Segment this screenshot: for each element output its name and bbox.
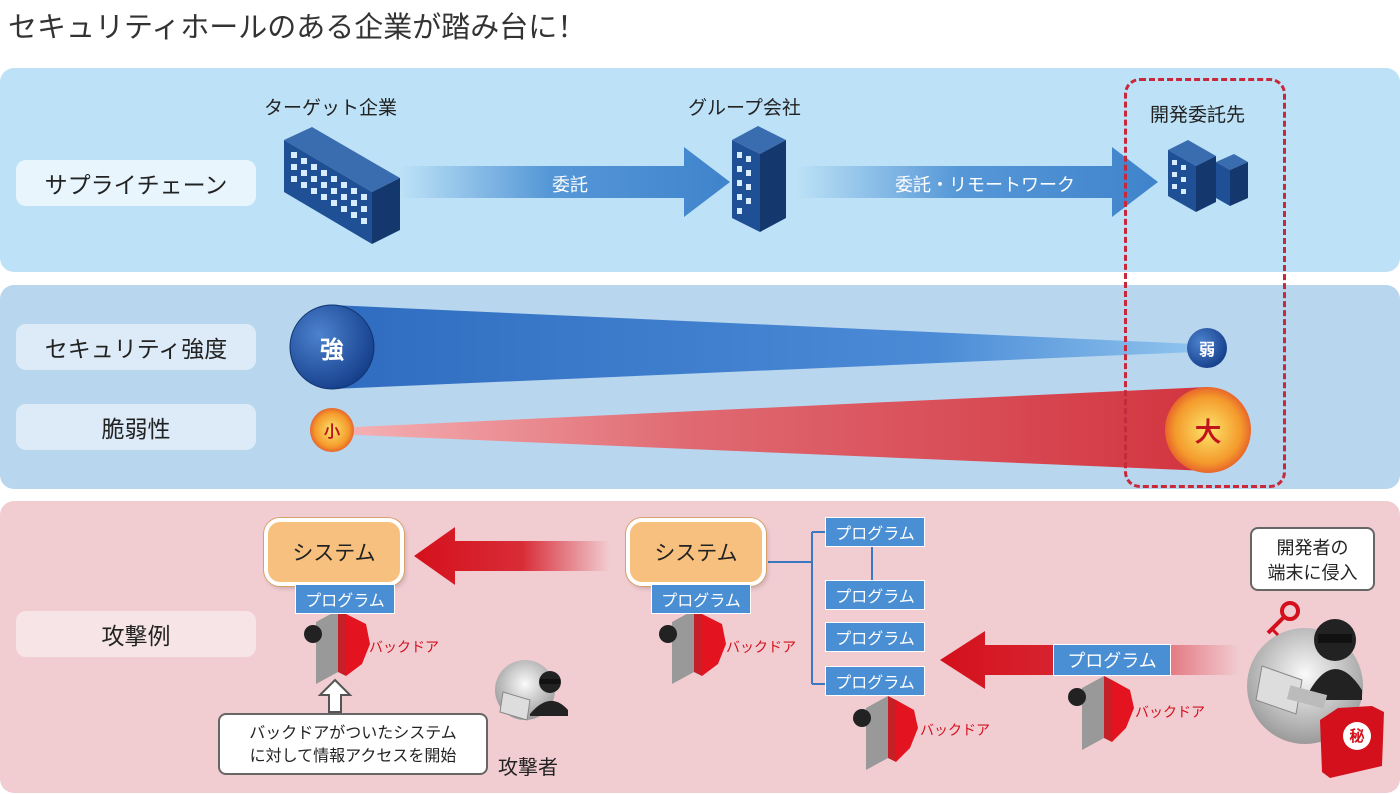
row-label-attack-example: 攻撃例 xyxy=(16,611,256,657)
dev-terminal-line-1: 開発者の xyxy=(1276,538,1349,559)
row-label-supply-chain: サプライチェーン xyxy=(16,160,256,206)
program-box-left: プログラム xyxy=(295,584,395,614)
backdoor-door-4 xyxy=(1068,676,1134,750)
key-icon xyxy=(1266,601,1300,637)
secret-mark: 秘 xyxy=(1349,727,1365,745)
arrow-outsource-2-label: 委託・リモートワーク xyxy=(895,175,1075,196)
small-ball xyxy=(310,408,354,452)
backdoor-door-1 xyxy=(304,610,370,684)
program-tree-item: プログラム xyxy=(825,622,925,652)
target-building-icon xyxy=(284,127,400,244)
dev-terminal-callout: 開発者の 端末に侵入 xyxy=(1250,527,1375,591)
intruder-icon xyxy=(1247,619,1363,744)
backdoor-label: バックドア xyxy=(920,723,990,739)
backdoor-access-callout: バックドアがついたシステム に対して情報アクセスを開始 xyxy=(218,713,488,775)
backdoor-label: バックドア xyxy=(726,640,796,656)
contractor-building-icon xyxy=(1168,140,1248,212)
large-ball xyxy=(1165,387,1251,473)
security-strength-wedge xyxy=(332,305,1195,389)
attacker-label: 攻撃者 xyxy=(498,755,558,779)
contractor-highlight-frame xyxy=(1124,78,1286,488)
backdoor-door-2 xyxy=(659,610,726,684)
strong-label: 強 xyxy=(320,335,344,364)
attacker-icon xyxy=(495,660,568,721)
system-box-middle: システム xyxy=(626,518,766,586)
arrow-outsource-1-label: 委託 xyxy=(552,175,588,196)
backdoor-door-3 xyxy=(853,696,918,770)
page-title: セキュリティホールのある企業が踏み台に！ xyxy=(8,10,587,44)
target-company-label: ターゲット企業 xyxy=(264,97,398,119)
vulnerability-wedge xyxy=(335,387,1208,471)
weak-label: 弱 xyxy=(1198,340,1215,359)
row-label-vulnerability: 脆弱性 xyxy=(16,404,256,450)
group-building-icon xyxy=(732,126,786,232)
program-tree-item: プログラム xyxy=(825,517,925,547)
row-label-security-strength: セキュリティ強度 xyxy=(16,324,256,370)
program-tree-item: プログラム xyxy=(825,580,925,610)
program-tree-item: プログラム xyxy=(825,666,925,696)
weak-ball xyxy=(1187,328,1227,368)
secret-folder-icon xyxy=(1320,706,1384,778)
small-label: 小 xyxy=(323,422,340,441)
program-box-infected: プログラム xyxy=(1053,644,1171,676)
callout-line-1: バックドアがついたシステム xyxy=(249,723,457,742)
program-tree-lines xyxy=(768,531,873,685)
strong-ball xyxy=(289,304,375,390)
attack-arrow-left xyxy=(414,527,610,585)
backdoor-label: バックドア xyxy=(1135,705,1205,721)
contractor-label: 開発委託先 xyxy=(1150,104,1246,126)
program-box-middle: プログラム xyxy=(651,584,751,614)
backdoor-label: バックドア xyxy=(369,640,439,656)
group-company-label: グループ会社 xyxy=(688,97,801,119)
large-label: 大 xyxy=(1194,417,1221,448)
callout-up-arrow xyxy=(317,678,353,713)
system-box-left: システム xyxy=(264,518,404,586)
arrow-outsource-2 xyxy=(795,147,1158,217)
callout-line-2: に対して情報アクセスを開始 xyxy=(249,746,457,765)
dev-terminal-line-2: 端末に侵入 xyxy=(1267,563,1358,584)
arrow-outsource-1 xyxy=(400,147,730,217)
